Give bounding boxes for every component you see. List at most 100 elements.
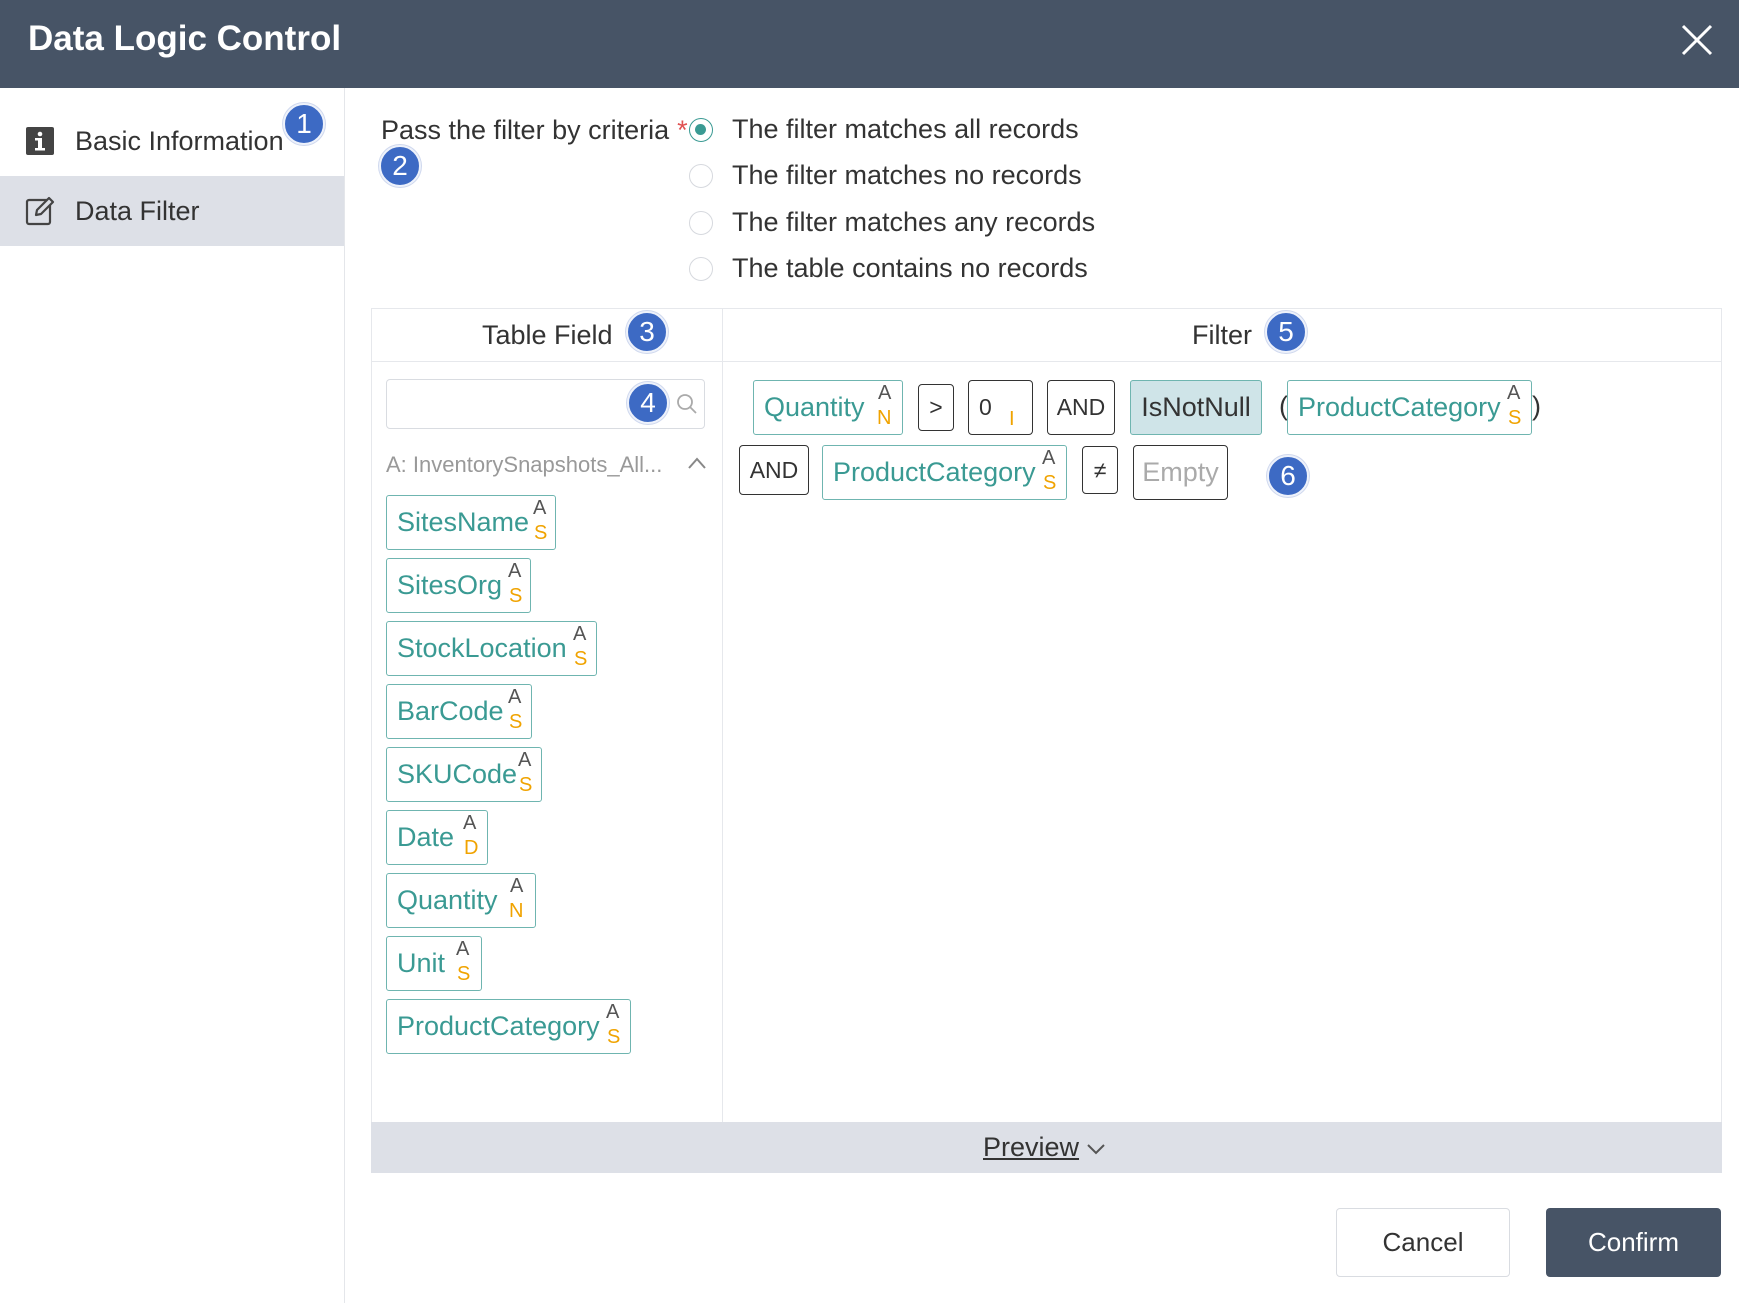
open-paren: ( [1279, 391, 1288, 421]
field-chip-sitesname[interactable]: SitesName A S [386, 495, 556, 550]
field-name: SitesOrg [397, 570, 503, 600]
step-badge: 4 [627, 382, 669, 424]
conjunction-and[interactable]: AND [739, 445, 809, 495]
operator-greater-than[interactable]: > [918, 384, 954, 431]
field-name: ProductCategory [397, 1011, 600, 1041]
criteria-label-text: Pass the filter by criteria [381, 115, 670, 145]
close-paren: ) [1532, 391, 1541, 421]
radio-label: The filter matches all records [732, 114, 1079, 144]
field-source: A [508, 686, 522, 708]
field-type: S [534, 522, 548, 544]
operator-not-equal[interactable]: ≠ [1082, 446, 1118, 494]
field-type: S [519, 774, 533, 796]
sidebar-item-data-filter[interactable]: Data Filter 1 [0, 103, 344, 246]
filter-value-input[interactable]: 0 I [968, 380, 1033, 435]
step-badge: 3 [626, 311, 668, 353]
preview-bar[interactable] [371, 1122, 1722, 1173]
filter-header [722, 309, 1722, 362]
filter-field-quantity[interactable]: Quantity A N [753, 380, 903, 435]
field-source: A [463, 812, 477, 834]
close-icon[interactable] [1677, 20, 1717, 60]
filter-field-productcategory[interactable]: ProductCategory A S [1287, 380, 1532, 435]
table-field-title: Table Field [482, 320, 613, 350]
sidebar: Basic Information Data Filter 1 [0, 88, 345, 1303]
field-chip-barcode[interactable]: BarCode A S [386, 684, 532, 739]
field-type: S [1043, 472, 1057, 494]
cancel-button[interactable]: Cancel [1336, 1208, 1510, 1277]
edit-icon [25, 196, 55, 226]
sidebar-item-label: Basic Information [75, 125, 284, 156]
radio-button[interactable] [689, 163, 713, 188]
function-isnotnull[interactable]: IsNotNull [1130, 380, 1262, 435]
chevron-up-icon[interactable] [686, 454, 708, 472]
radio-button[interactable] [689, 210, 713, 235]
step-badge: 1 [283, 103, 325, 145]
value-type: I [1009, 408, 1015, 430]
field-type: S [1508, 407, 1522, 429]
confirm-button[interactable]: Confirm [1546, 1208, 1721, 1277]
chevron-down-icon[interactable] [1086, 1142, 1106, 1156]
field-source: A [573, 623, 587, 645]
field-name: Date [397, 822, 455, 852]
field-chip-date[interactable]: Date A D [386, 810, 488, 865]
field-source: A [1507, 382, 1521, 404]
field-name: SitesName [397, 507, 530, 537]
field-name: Quantity [764, 392, 865, 422]
field-name: Unit [397, 948, 446, 978]
search-icon[interactable] [675, 392, 699, 416]
info-icon [26, 127, 54, 155]
field-source: A [1042, 447, 1056, 469]
step-badge: 2 [379, 145, 421, 187]
field-type: S [509, 711, 523, 733]
field-name: ProductCategory [1298, 392, 1501, 422]
radio-label: The table contains no records [732, 253, 1088, 283]
dialog-header: Data Logic Control [0, 0, 1739, 88]
field-source: A [533, 497, 547, 519]
filter-field-productcategory[interactable]: ProductCategory A S [822, 445, 1067, 500]
step-badge: 5 [1265, 311, 1307, 353]
step-badge: 6 [1267, 455, 1309, 497]
criteria-label: Pass the filter by criteria* [381, 115, 688, 146]
field-type: S [457, 963, 471, 985]
table-field-header [372, 309, 722, 362]
radio-option-all-records[interactable]: The filter matches all records [689, 114, 1079, 145]
field-name: ProductCategory [833, 457, 1036, 487]
field-type: N [877, 407, 892, 429]
conjunction-and[interactable]: AND [1047, 380, 1115, 435]
value-text: 0 [979, 394, 992, 420]
table-group-title[interactable]: A: InventorySnapshots_All... [386, 452, 663, 477]
field-source: A [878, 382, 892, 404]
radio-button[interactable] [689, 256, 713, 281]
field-chip-skucode[interactable]: SKUCode A S [386, 747, 542, 802]
field-type: N [509, 900, 524, 922]
field-source: A [508, 560, 522, 582]
field-chip-unit[interactable]: Unit A S [386, 936, 482, 991]
field-source: A [518, 749, 532, 771]
preview-toggle[interactable]: Preview [983, 1132, 1080, 1162]
field-chip-productcategory[interactable]: ProductCategory A S [386, 999, 631, 1054]
dialog-title: Data Logic Control [28, 19, 342, 58]
field-type: S [574, 648, 588, 670]
radio-option-no-records[interactable]: The filter matches no records [689, 160, 1082, 191]
field-chip-quantity[interactable]: Quantity A N [386, 873, 536, 928]
radio-label: The filter matches no records [732, 160, 1082, 190]
field-type: S [607, 1026, 621, 1048]
field-name: SKUCode [397, 759, 518, 789]
radio-option-any-records[interactable]: The filter matches any records [689, 207, 1095, 238]
field-source: A [510, 875, 524, 897]
field-source: A [456, 938, 470, 960]
field-name: StockLocation [397, 633, 567, 663]
filter-title: Filter [1192, 320, 1252, 350]
radio-option-table-no-records[interactable]: The table contains no records [689, 253, 1088, 284]
field-source: A [606, 1001, 620, 1023]
field-type: D [464, 837, 479, 859]
radio-label: The filter matches any records [732, 207, 1096, 237]
field-chip-stocklocation[interactable]: StockLocation A S [386, 621, 597, 676]
field-chip-sitesorg[interactable]: SitesOrg A S [386, 558, 531, 613]
field-name: Quantity [397, 885, 498, 915]
sidebar-item-basic-information[interactable]: Basic Information [0, 106, 344, 176]
filter-value-empty[interactable]: Empty [1133, 445, 1228, 500]
panel-divider [722, 362, 723, 1127]
sidebar-item-label: Data Filter [75, 195, 200, 226]
radio-button-checked[interactable] [689, 117, 713, 142]
